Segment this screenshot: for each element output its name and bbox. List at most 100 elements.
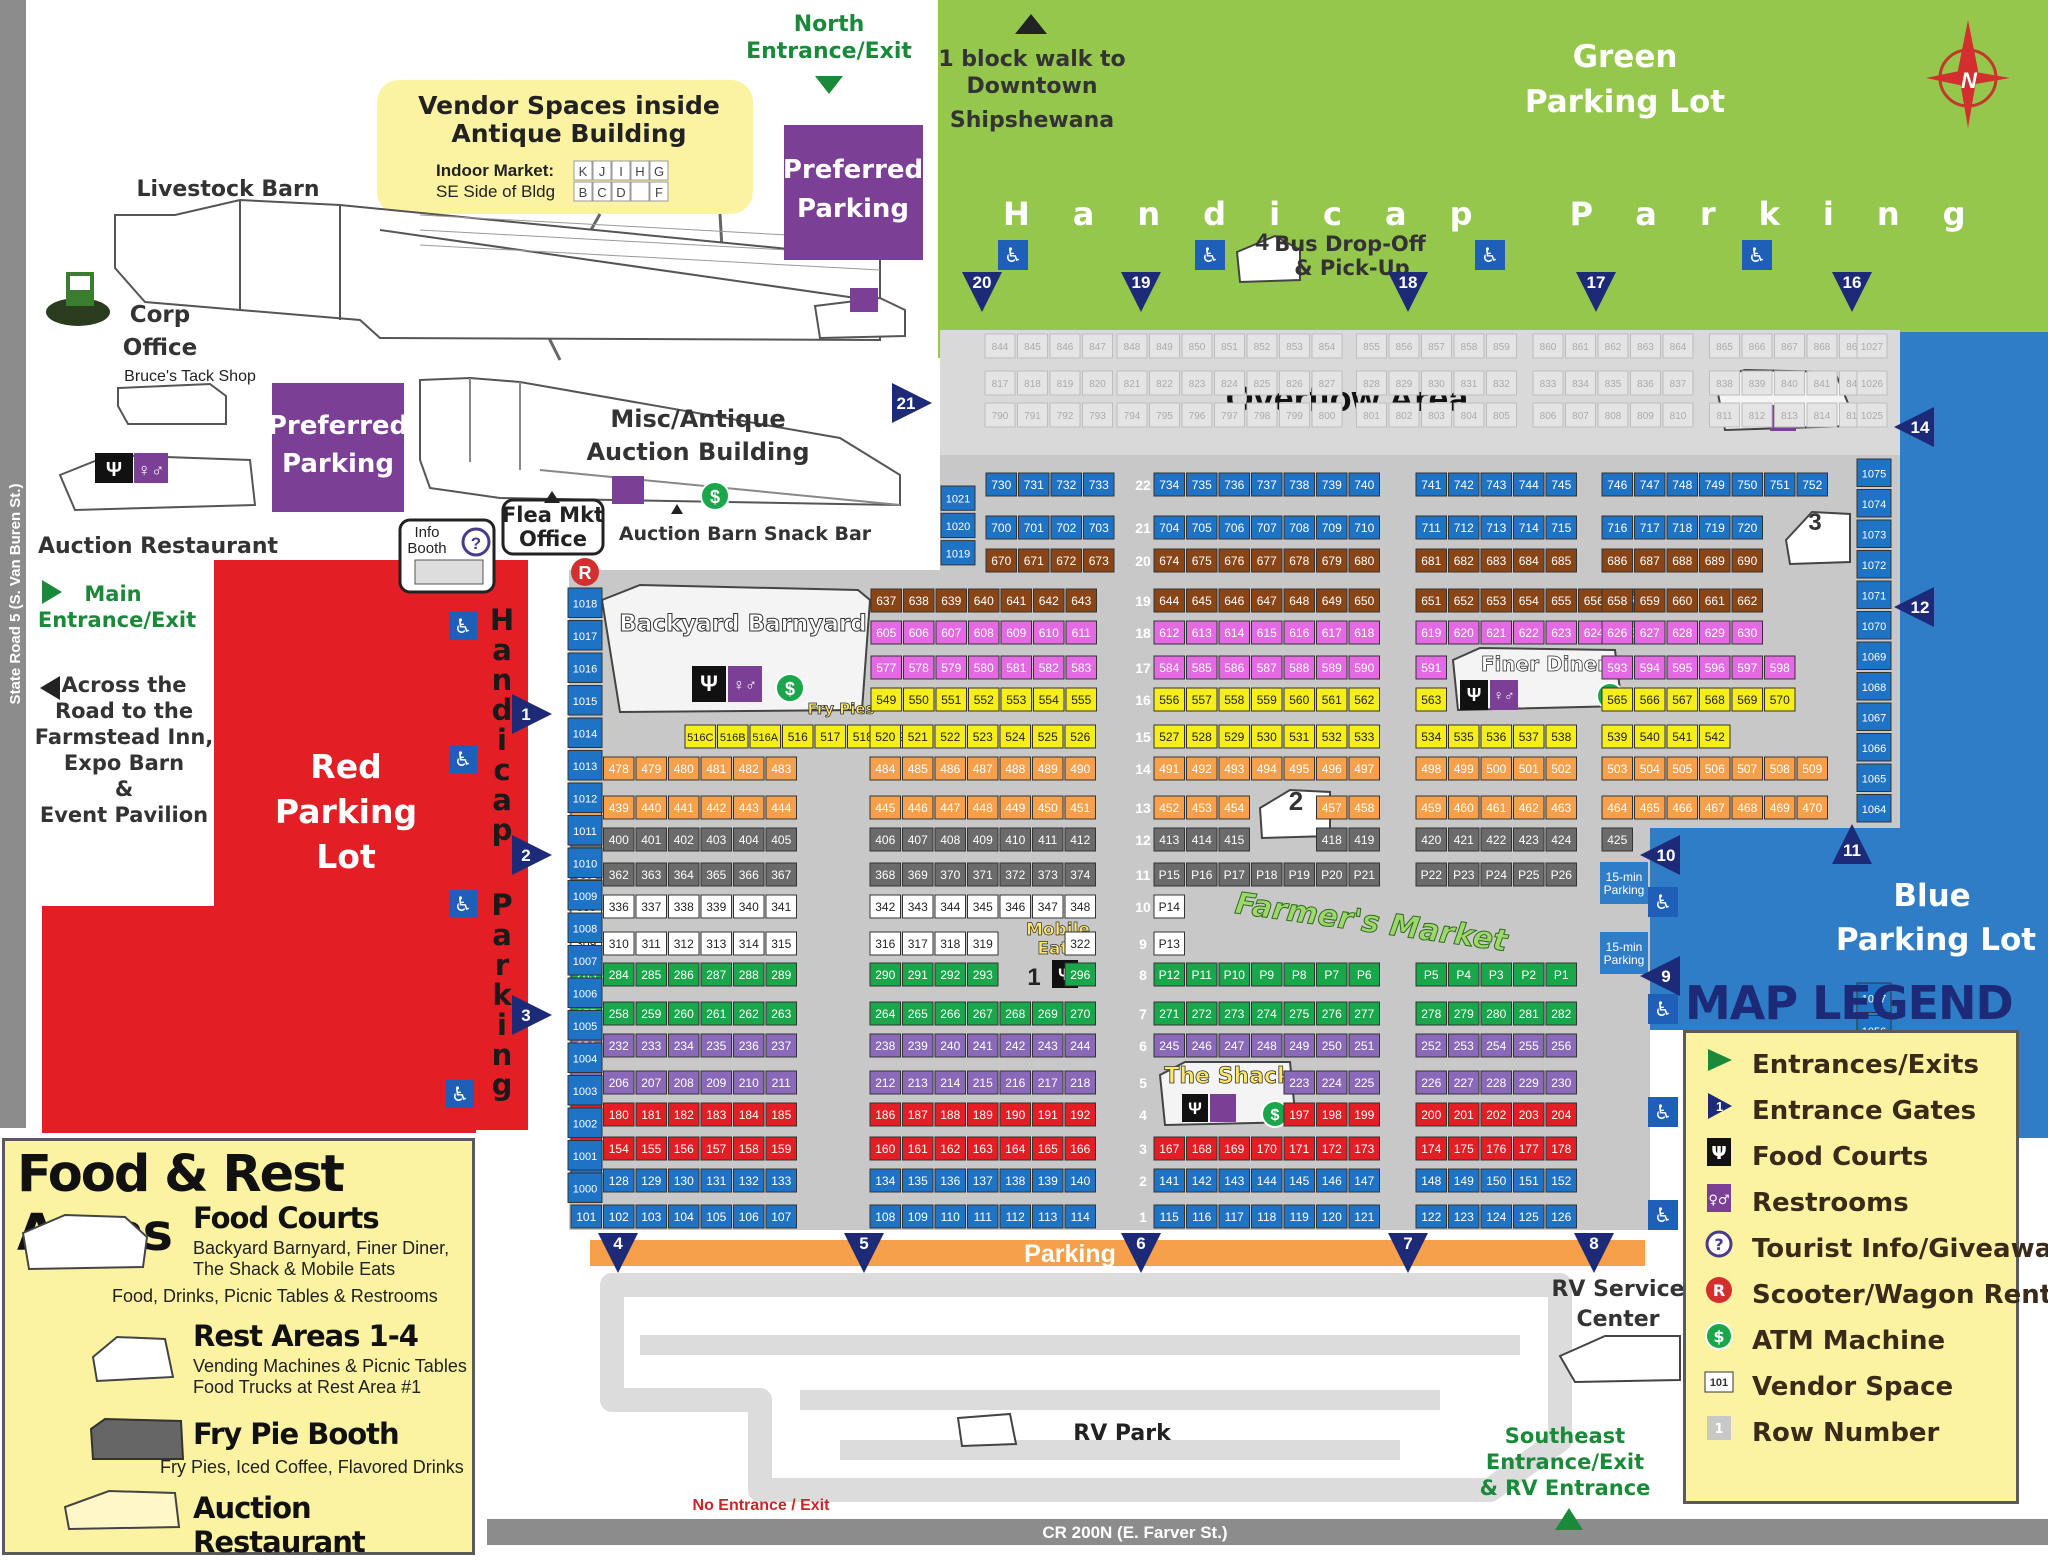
vendor-space[interactable]: 104: [668, 1204, 700, 1229]
mid-column-space[interactable]: 1020: [940, 512, 976, 539]
overflow-space[interactable]: 831: [1453, 370, 1485, 396]
vendor-space[interactable]: 311: [635, 931, 667, 956]
vendor-space[interactable]: 647: [1251, 588, 1283, 613]
overflow-space[interactable]: 830: [1421, 370, 1452, 396]
vendor-space[interactable]: 495: [1283, 756, 1315, 781]
vendor-space[interactable]: 670: [985, 548, 1017, 573]
vendor-space[interactable]: 537: [1513, 724, 1545, 749]
vendor-space[interactable]: 112: [999, 1204, 1031, 1229]
vendor-space[interactable]: 133: [765, 1168, 797, 1193]
east-column-space[interactable]: 1073: [1856, 519, 1892, 548]
vendor-space[interactable]: 118: [1251, 1204, 1283, 1229]
west-column-space[interactable]: 1002: [567, 1107, 603, 1138]
gate-9-icon[interactable]: 9: [1640, 956, 1680, 996]
vendor-space[interactable]: 579: [935, 655, 967, 680]
vendor-space[interactable]: 150: [1480, 1168, 1512, 1193]
overflow-space[interactable]: 868: [1806, 333, 1838, 359]
vendor-space[interactable]: 735: [1186, 472, 1218, 497]
vendor-space[interactable]: 175: [1448, 1136, 1480, 1161]
west-column-space[interactable]: 1015: [567, 685, 603, 716]
vendor-space[interactable]: 702: [1050, 515, 1082, 540]
vendor-space[interactable]: 751: [1764, 472, 1796, 497]
vendor-space[interactable]: 277: [1348, 1001, 1380, 1026]
vendor-space[interactable]: 409: [967, 827, 999, 852]
vendor-space[interactable]: 701: [1018, 515, 1050, 540]
parking-strip[interactable]: [590, 1240, 1645, 1266]
vendor-space[interactable]: 539: [1601, 724, 1633, 749]
vendor-space[interactable]: 267: [967, 1001, 999, 1026]
vendor-space[interactable]: 595: [1666, 655, 1698, 680]
vendor-space[interactable]: 706: [1218, 515, 1250, 540]
vendor-space[interactable]: 608: [968, 620, 1000, 645]
vendor-space[interactable]: 411: [1032, 827, 1064, 852]
vendor-space[interactable]: 442: [700, 795, 732, 820]
vendor-space[interactable]: 660: [1666, 588, 1698, 613]
vendor-space[interactable]: 642: [1033, 588, 1065, 613]
vendor-space[interactable]: 651: [1415, 588, 1447, 613]
vendor-space[interactable]: 107: [765, 1204, 797, 1229]
vendor-space[interactable]: 555: [1065, 687, 1097, 712]
vendor-space[interactable]: 499: [1448, 756, 1480, 781]
vendor-space[interactable]: 486: [934, 756, 966, 781]
vendor-space[interactable]: 132: [733, 1168, 765, 1193]
vendor-space[interactable]: 111: [967, 1204, 999, 1229]
vendor-space[interactable]: 481: [700, 756, 732, 781]
vendor-space[interactable]: 139: [1032, 1168, 1064, 1193]
vendor-space[interactable]: 413: [1153, 827, 1185, 852]
overflow-space[interactable]: 846: [1049, 333, 1081, 359]
vendor-space[interactable]: 348: [1064, 894, 1096, 919]
vendor-space[interactable]: 256: [1545, 1033, 1577, 1058]
vendor-space[interactable]: 140: [1064, 1168, 1096, 1193]
vendor-space[interactable]: 710: [1348, 515, 1380, 540]
vendor-space[interactable]: 124: [1480, 1204, 1512, 1229]
vendor-space[interactable]: P20: [1316, 862, 1348, 887]
vendor-space[interactable]: 211: [765, 1070, 797, 1095]
vendor-space[interactable]: 620: [1448, 620, 1480, 645]
vendor-space[interactable]: 716: [1601, 515, 1633, 540]
vendor-space[interactable]: 708: [1283, 515, 1315, 540]
overflow-space[interactable]: 837: [1662, 370, 1694, 396]
vendor-space[interactable]: 743: [1480, 472, 1512, 497]
vendor-space[interactable]: 146: [1316, 1168, 1348, 1193]
vendor-space[interactable]: 703: [1083, 515, 1115, 540]
vendor-space[interactable]: 152: [1545, 1168, 1577, 1193]
vendor-space[interactable]: 516C: [684, 724, 716, 749]
vendor-space[interactable]: 538: [1545, 724, 1577, 749]
vendor-space[interactable]: 405: [765, 827, 797, 852]
vendor-space[interactable]: 588: [1283, 655, 1315, 680]
vendor-space[interactable]: 237: [765, 1033, 797, 1058]
mid-column-space[interactable]: 1019: [940, 540, 976, 566]
vendor-space[interactable]: 528: [1186, 724, 1218, 749]
overflow-space[interactable]: 852: [1246, 333, 1278, 359]
vendor-space[interactable]: 275: [1283, 1001, 1315, 1026]
vendor-space[interactable]: 315: [765, 931, 797, 956]
vendor-space[interactable]: 338: [668, 894, 700, 919]
vendor-space[interactable]: 742: [1448, 472, 1480, 497]
overflow-space[interactable]: 799: [1279, 402, 1310, 428]
vendor-space[interactable]: 648: [1283, 588, 1315, 613]
vendor-space[interactable]: 402: [668, 827, 700, 852]
west-column-space[interactable]: 1012: [567, 782, 603, 813]
gate-3-icon[interactable]: 3: [512, 995, 552, 1035]
vendor-space[interactable]: 738: [1283, 472, 1315, 497]
vendor-space[interactable]: 446: [902, 795, 934, 820]
vendor-space[interactable]: 498: [1415, 756, 1447, 781]
overflow-space[interactable]: 1026: [1856, 370, 1888, 396]
overflow-space[interactable]: 847: [1082, 333, 1113, 359]
vendor-space[interactable]: 485: [902, 756, 934, 781]
vendor-space[interactable]: 280: [1480, 1001, 1512, 1026]
vendor-space[interactable]: 444: [765, 795, 797, 820]
blue-parking-lot[interactable]: [1650, 332, 2048, 1138]
vendor-space[interactable]: 115: [1153, 1204, 1185, 1229]
vendor-space[interactable]: 122: [1415, 1204, 1447, 1229]
vendor-space[interactable]: 186: [869, 1102, 901, 1127]
vendor-space[interactable]: 147: [1348, 1168, 1380, 1193]
vendor-space[interactable]: 165: [1032, 1136, 1064, 1161]
vendor-space[interactable]: 145: [1283, 1168, 1315, 1193]
vendor-space[interactable]: 232: [603, 1033, 635, 1058]
vendor-space[interactable]: 347: [1032, 894, 1064, 919]
vendor-space[interactable]: 155: [635, 1136, 667, 1161]
overflow-space[interactable]: 859: [1486, 333, 1517, 359]
vendor-space[interactable]: 640: [968, 588, 1000, 613]
vendor-space[interactable]: 258: [603, 1001, 635, 1026]
